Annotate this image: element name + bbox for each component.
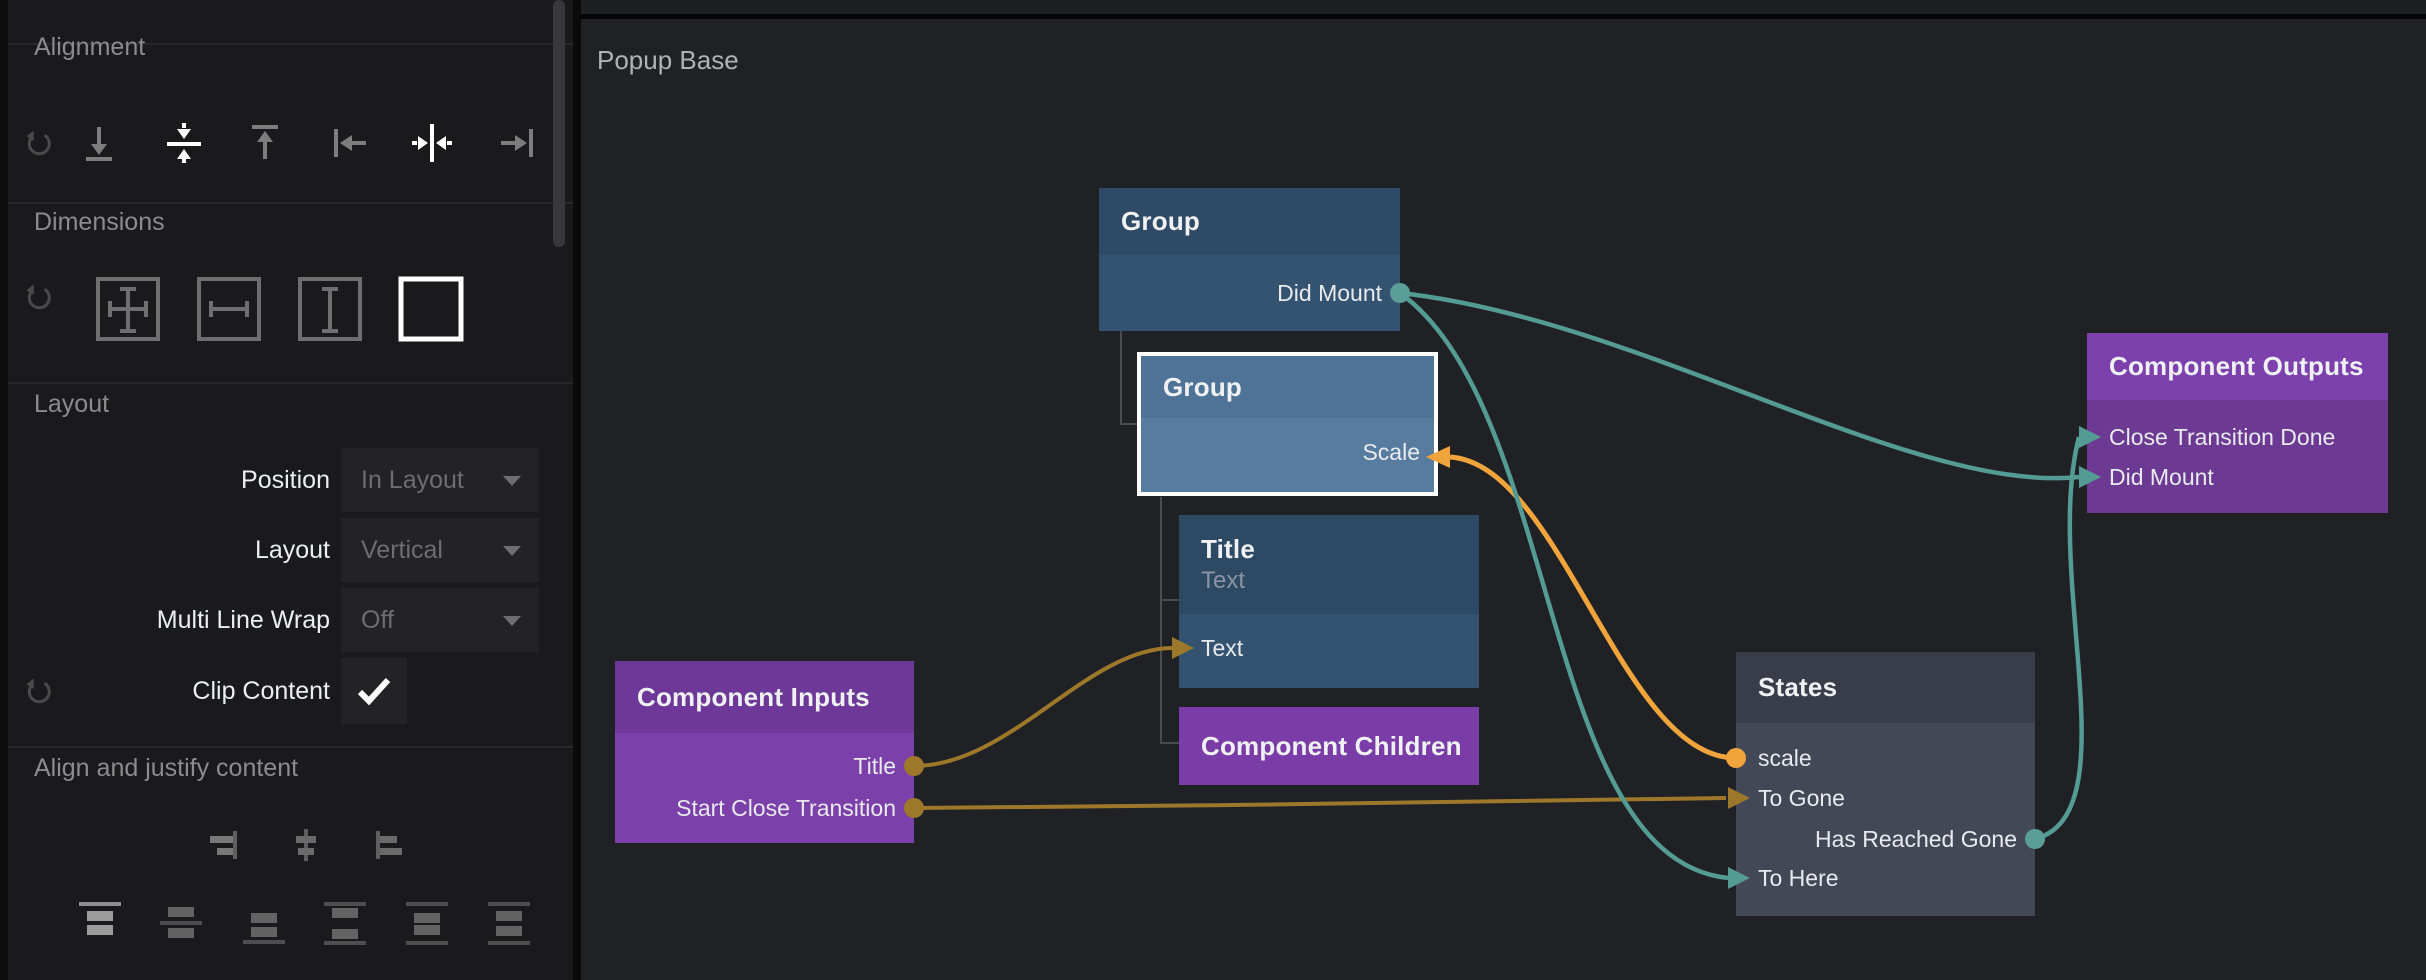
multi-line-wrap-label: Multi Line Wrap (156, 605, 330, 634)
justify-left-icon[interactable] (371, 827, 407, 863)
align-right-icon[interactable] (495, 121, 539, 165)
section-divider (8, 43, 573, 45)
space-evenly-icon[interactable] (488, 900, 530, 946)
port-scale-output[interactable]: scale (1758, 745, 1812, 771)
node-component-outputs[interactable]: Component Outputs Close Transition Done … (2087, 333, 2388, 513)
node-title: Group (1163, 371, 1242, 402)
multi-line-wrap-value: Off (361, 605, 394, 634)
align-horizontal-center-icon[interactable] (410, 121, 454, 165)
node-component-children[interactable]: Component Children (1179, 707, 1479, 785)
port-to-gone[interactable]: To Gone (1758, 785, 1845, 811)
node-group[interactable]: Group Did Mount (1099, 188, 1400, 331)
chevron-down-icon (503, 616, 521, 626)
canvas-top-strip (581, 0, 2426, 14)
section-divider (8, 202, 573, 204)
position-dropdown[interactable]: In Layout (341, 448, 539, 512)
space-between-icon[interactable] (324, 900, 366, 946)
port-scale[interactable]: Scale (1362, 439, 1420, 465)
tree-connector (1160, 742, 1179, 744)
node-title: Component Inputs (637, 681, 870, 712)
align-top-icon[interactable] (244, 121, 288, 165)
size-fill-both-icon[interactable] (94, 275, 162, 343)
node-component-inputs[interactable]: Component Inputs Title Start Close Trans… (615, 661, 914, 843)
wire-hasreachedgone-to-closetransitiondone[interactable] (2034, 436, 2084, 842)
size-fixed-icon[interactable] (397, 275, 465, 343)
clip-content-label: Clip Content (192, 676, 330, 705)
canvas-border (575, 14, 2426, 19)
sidebar-scrollbar[interactable] (553, 0, 565, 247)
section-divider (8, 746, 573, 748)
clip-content-reset-icon[interactable] (23, 676, 53, 706)
clip-content-checkbox[interactable] (341, 658, 407, 724)
size-fill-width-icon[interactable] (195, 275, 263, 343)
wire-title-to-text[interactable] (913, 646, 1174, 768)
port-did-mount-output[interactable]: Did Mount (2109, 464, 2214, 490)
wire-startclose-to-togone[interactable] (913, 796, 1727, 810)
properties-sidebar: Alignment (8, 0, 573, 980)
port-did-mount[interactable]: Did Mount (1277, 280, 1382, 306)
space-around-icon[interactable] (406, 900, 448, 946)
node-states[interactable]: States scale To Gone Has Reached Gone To… (1736, 652, 2035, 916)
size-fill-height-icon[interactable] (296, 275, 364, 343)
wire-didmount-to-tohere[interactable] (1398, 291, 1729, 881)
align-justify-section-label: Align and justify content (34, 754, 299, 782)
align-vertical-center-icon[interactable] (162, 121, 206, 165)
multi-line-wrap-dropdown[interactable]: Off (341, 588, 539, 652)
checkmark-icon (357, 677, 391, 706)
node-title: Component Outputs (2109, 351, 2364, 381)
dimensions-reset-icon[interactable] (23, 282, 53, 312)
align-left-icon[interactable] (328, 121, 372, 165)
chevron-down-icon (503, 476, 521, 486)
component-breadcrumb: Popup Base (597, 45, 739, 75)
port-title[interactable]: Title (853, 753, 896, 779)
justify-right-icon[interactable] (206, 827, 242, 863)
chevron-down-icon (503, 546, 521, 556)
align-bottom-icon[interactable] (78, 121, 122, 165)
node-title-text[interactable]: Title Text Text (1179, 515, 1479, 688)
tree-connector (1160, 497, 1162, 744)
node-subtitle: Text (1201, 567, 1246, 594)
align-content-bottom-icon[interactable] (243, 900, 285, 946)
section-divider (8, 382, 573, 384)
tree-connector (1120, 331, 1122, 425)
panel-divider (573, 0, 581, 980)
alignment-section-label: Alignment (34, 33, 146, 61)
port-text[interactable]: Text (1201, 635, 1244, 661)
node-title: Component Children (1201, 730, 1462, 761)
node-group-selected[interactable]: Group Scale (1137, 352, 1438, 496)
alignment-reset-icon[interactable] (23, 128, 53, 158)
port-has-reached-gone[interactable]: Has Reached Gone (1814, 826, 2017, 852)
tree-connector (1120, 423, 1138, 425)
port-to-here[interactable]: To Here (1758, 865, 1839, 891)
position-value: In Layout (361, 465, 464, 494)
layout-section-label: Layout (34, 390, 110, 418)
node-title: Group (1121, 206, 1200, 236)
align-content-center-icon[interactable] (160, 900, 202, 946)
layout-value: Vertical (361, 535, 443, 564)
align-content-top-icon[interactable] (79, 900, 121, 946)
node-title: Title (1201, 534, 1255, 564)
port-close-transition-done[interactable]: Close Transition Done (2109, 424, 2336, 450)
dimensions-section-label: Dimensions (34, 208, 165, 236)
justify-center-horizontal-icon[interactable] (288, 827, 324, 863)
wire-didmount-to-didmount[interactable] (1399, 290, 2080, 481)
tree-connector (1160, 599, 1179, 601)
layout-dropdown[interactable]: Vertical (341, 518, 539, 582)
position-label: Position (241, 465, 330, 494)
node-title: States (1758, 672, 1838, 702)
wire-scale-to-scale[interactable] (1449, 454, 1737, 761)
port-start-close-transition[interactable]: Start Close Transition (676, 795, 896, 821)
layout-label: Layout (254, 535, 330, 564)
node-graph-canvas[interactable]: Popup Base Group Did Mount Group Scale T… (581, 19, 2426, 980)
